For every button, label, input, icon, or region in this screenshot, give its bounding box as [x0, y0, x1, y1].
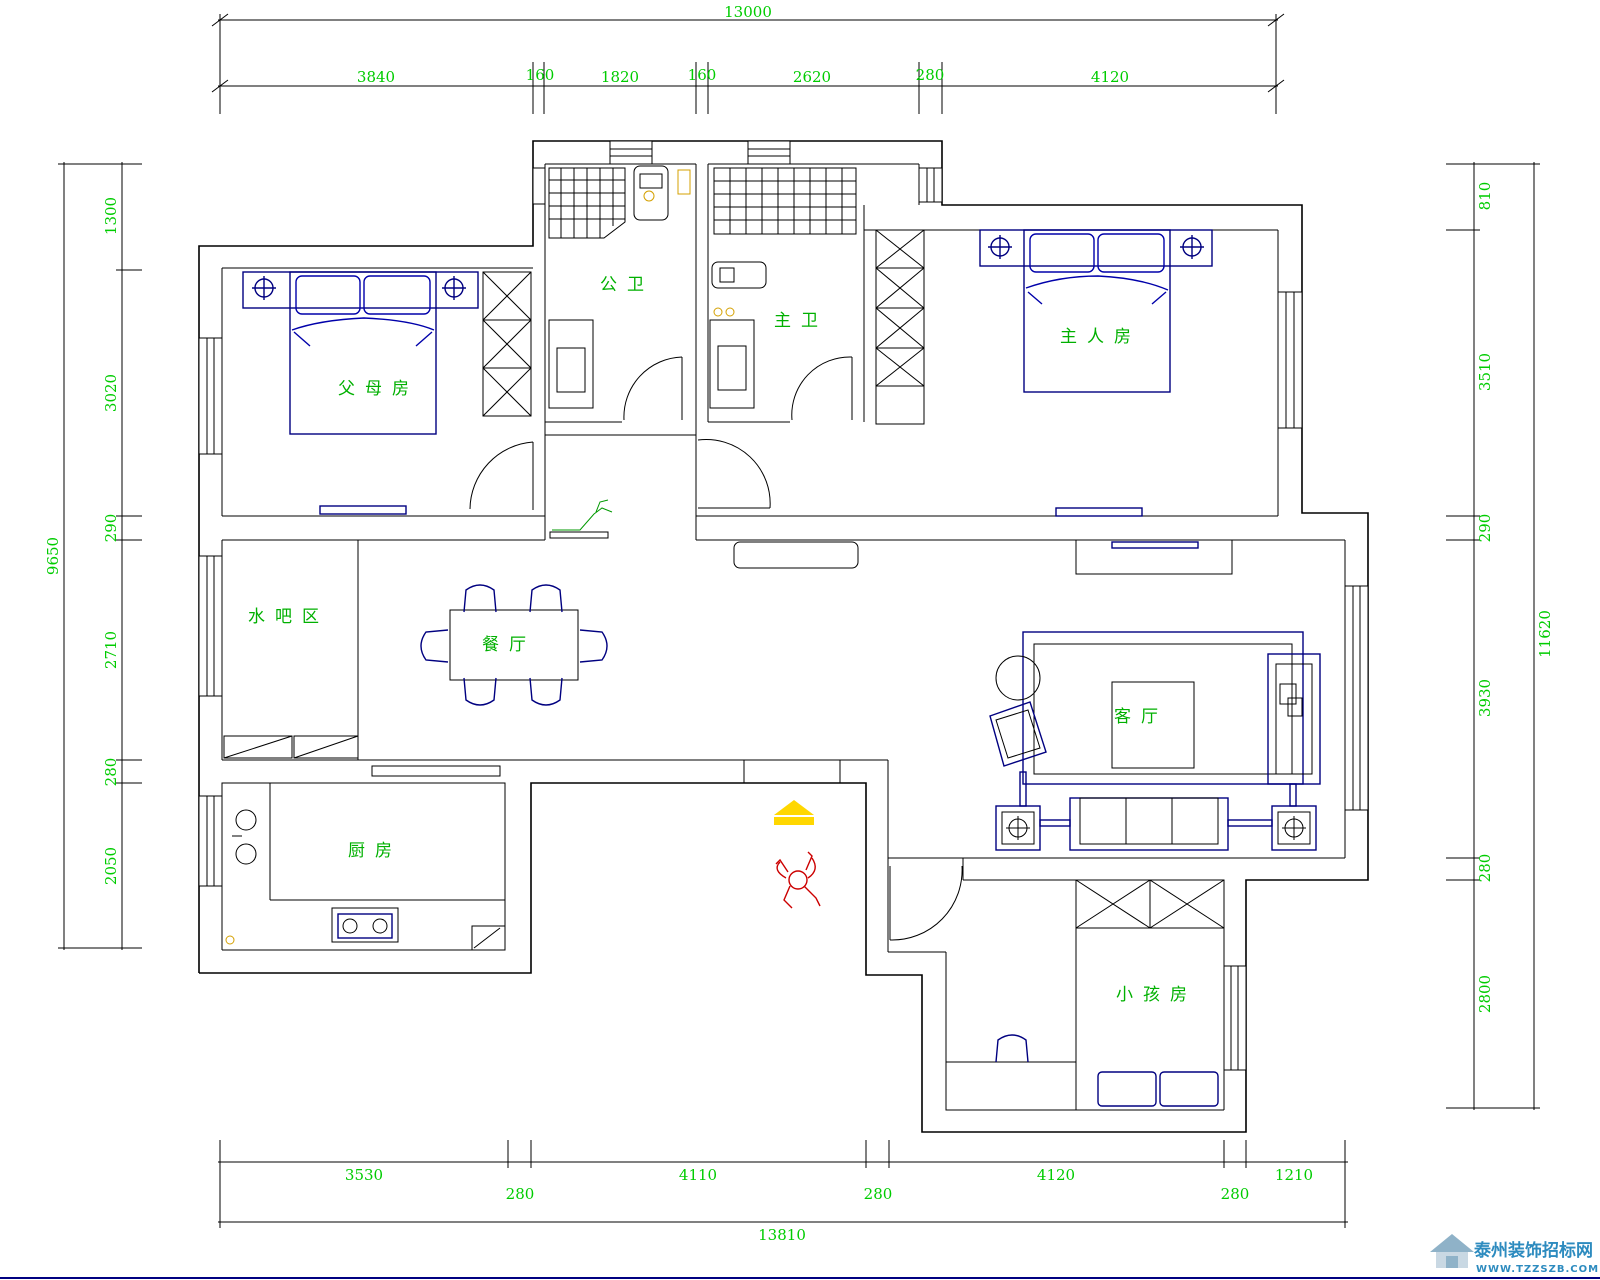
dim-bottom-seg: 1210 — [1275, 1166, 1313, 1184]
dim-bottom-seg: 3530 — [345, 1166, 383, 1184]
dimension-top — [211, 13, 1285, 114]
tv-cabinet — [1075, 539, 1233, 575]
dim-left-seg: 2050 — [102, 847, 120, 885]
dim-top-seg: 3840 — [357, 68, 395, 86]
water-bar-cabinets — [223, 735, 359, 759]
dim-bottom-seg: 280 — [1221, 1185, 1250, 1203]
room-label-master-bedroom: 主人房 — [1060, 327, 1141, 347]
dim-top-seg: 4120 — [1091, 68, 1129, 86]
doors — [469, 356, 963, 941]
watermark-title: 泰州装饰招标网 — [1474, 1240, 1593, 1261]
dim-left-total: 9650 — [44, 537, 62, 575]
dim-left-seg: 280 — [102, 758, 120, 787]
living-set — [989, 631, 1321, 851]
parents-bed — [242, 271, 479, 435]
drain-box — [549, 531, 609, 539]
dimension-left — [58, 162, 142, 950]
public-bath-fixtures — [548, 165, 669, 409]
public-bath-yellow — [643, 169, 691, 202]
dining-set — [420, 584, 608, 706]
walls — [198, 140, 1369, 1133]
dim-top-seg: 160 — [688, 66, 717, 84]
dim-right-seg: 810 — [1476, 182, 1494, 211]
master-bath-yellow — [713, 307, 735, 317]
room-label-living: 客厅 — [1114, 707, 1168, 727]
dim-top-seg: 1820 — [601, 68, 639, 86]
dim-bottom-seg: 280 — [864, 1185, 893, 1203]
dim-top-seg: 280 — [916, 66, 945, 84]
master-bed — [979, 229, 1213, 393]
dim-right-seg: 3930 — [1476, 679, 1494, 717]
dim-left-seg: 290 — [102, 514, 120, 543]
dim-right-total: 11620 — [1536, 610, 1554, 658]
room-label-child: 小孩房 — [1116, 985, 1197, 1005]
dim-left-seg: 2710 — [102, 631, 120, 669]
master-tv — [1055, 507, 1143, 517]
dimension-bottom — [218, 1140, 1348, 1228]
room-label-master-bath: 主卫 — [774, 311, 828, 331]
shoe-cabinet — [733, 541, 859, 569]
house-logo-icon — [1430, 1234, 1474, 1268]
kitchen-fixtures — [225, 783, 506, 951]
dim-left-seg: 3020 — [102, 374, 120, 412]
person-figure-icon — [775, 851, 821, 909]
master-wardrobe — [875, 229, 925, 425]
dim-right-seg: 290 — [1476, 514, 1494, 543]
dim-right-seg: 2800 — [1476, 975, 1494, 1013]
master-bath-fixtures — [709, 167, 857, 409]
dim-top-seg: 160 — [526, 66, 555, 84]
dim-bottom-total: 13810 — [758, 1226, 806, 1244]
dim-top-seg: 2620 — [793, 68, 831, 86]
room-label-dining: 餐厅 — [482, 635, 536, 655]
dimension-right — [1446, 162, 1540, 1110]
floor-drain — [552, 499, 613, 531]
dim-right-seg: 280 — [1476, 854, 1494, 883]
child-room-furniture — [945, 879, 1225, 1111]
dim-bottom-seg: 280 — [506, 1185, 535, 1203]
dim-bottom-seg: 4110 — [679, 1166, 717, 1184]
parents-tv — [319, 505, 407, 515]
dim-bottom-seg: 4120 — [1037, 1166, 1075, 1184]
room-label-parents: 父母房 — [338, 379, 419, 399]
watermark: 泰州装饰招标网 WWW.TZZSZB.COM — [1430, 1234, 1599, 1275]
room-label-water-bar: 水吧区 — [248, 607, 329, 627]
watermark-url: WWW.TZZSZB.COM — [1476, 1264, 1599, 1275]
room-label-public-bath: 公卫 — [600, 275, 654, 295]
entrance-arrow-icon — [774, 800, 814, 825]
dim-right-seg: 3510 — [1476, 353, 1494, 391]
room-label-kitchen: 厨房 — [348, 841, 402, 861]
windows — [198, 140, 1369, 1071]
parents-wardrobe — [482, 271, 532, 417]
dim-top-total: 13000 — [724, 3, 772, 21]
dim-left-seg: 1300 — [102, 197, 120, 235]
